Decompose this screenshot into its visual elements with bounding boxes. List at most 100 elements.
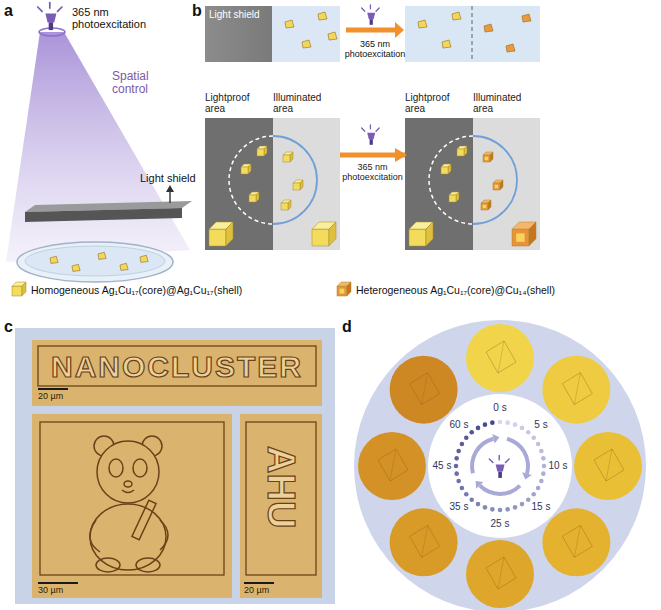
panda-ear — [94, 436, 114, 456]
light-ray — [362, 128, 365, 131]
cube-icon — [293, 180, 303, 190]
cube-top — [449, 192, 459, 195]
time-label: 0 s — [486, 402, 514, 413]
lamp-head — [367, 13, 375, 19]
lightproof-area: Lightproof area — [205, 118, 273, 250]
scale-bar-label: 20 µm — [244, 586, 269, 596]
crystal-outline — [378, 449, 408, 481]
cube-side — [288, 200, 291, 210]
pattern-frame — [38, 346, 316, 386]
timer-dot — [498, 508, 503, 513]
cube-top — [457, 146, 467, 149]
lamp-icon — [362, 125, 380, 145]
cube-front — [249, 195, 256, 202]
panda-ear — [142, 436, 162, 456]
crystal — [98, 252, 106, 259]
time-label: 25 s — [486, 518, 514, 529]
scale-bar — [38, 388, 68, 390]
crystal-edge — [422, 373, 428, 405]
light-ray — [38, 7, 42, 11]
cube-icon — [337, 282, 351, 296]
callout-label: Light shield — [140, 172, 196, 184]
crystal — [522, 14, 531, 22]
cube-top — [481, 200, 491, 203]
cube-side — [347, 282, 351, 296]
cube-side — [426, 222, 433, 246]
patterned-text: NANOCLUSTER — [32, 350, 322, 383]
cube-icon — [481, 200, 491, 210]
crystal — [442, 40, 451, 48]
panel-letter: b — [192, 2, 202, 20]
area-label: Illuminated area — [473, 92, 531, 114]
light-ray — [370, 5, 371, 9]
time-label: 45 s — [428, 460, 456, 471]
panda-mouth — [122, 490, 134, 493]
edge-label: 365 nm photoexcitation — [342, 163, 404, 183]
crystal-edge — [498, 341, 504, 373]
crystal-edge — [422, 525, 428, 557]
micrograph: AHU 20 µm — [240, 414, 322, 598]
panda-foot — [136, 558, 160, 572]
shield-front — [25, 208, 182, 222]
boundary-line — [471, 6, 472, 62]
crystal-outline — [562, 525, 592, 557]
cube-top — [249, 192, 259, 195]
light-source-label: 365 nm photoexcitation — [72, 6, 172, 30]
panda-nose — [124, 481, 132, 487]
crystal — [452, 12, 461, 20]
cycle-arrow — [478, 484, 521, 496]
timer-dot — [520, 426, 525, 431]
crystal — [484, 24, 493, 32]
crystal-outline — [562, 373, 592, 405]
patterned-text: AHU — [259, 446, 301, 528]
panel-letter: c — [4, 318, 13, 336]
cube-side — [464, 146, 467, 156]
cube-top — [512, 222, 536, 229]
crystal-edge — [574, 525, 580, 557]
cube-front — [409, 229, 426, 246]
cube-icon — [312, 222, 336, 246]
timer-dot — [483, 505, 488, 510]
micrograph: NANOCLUSTER20 µm — [32, 340, 322, 406]
lamp-body — [498, 472, 502, 478]
photo-panel — [405, 6, 540, 62]
illuminated-area: Illuminated area — [473, 118, 540, 250]
timer-dot — [498, 420, 503, 425]
cube-front — [241, 167, 248, 174]
light-ray — [498, 455, 499, 460]
timer-dot — [542, 464, 547, 469]
timer-dot — [460, 486, 465, 491]
lamp-icon — [489, 455, 509, 478]
illuminated-area: Illuminated area — [273, 118, 340, 250]
photo-label: Light shield — [209, 9, 260, 20]
timer-dot — [513, 505, 518, 510]
legend-text: Homogeneous Ag₁Cu₁₇(core)@Ag₁Cu₁₇(shell) — [31, 285, 242, 297]
panel-background — [354, 320, 646, 610]
cube-side — [500, 180, 503, 190]
cube-icon — [241, 164, 251, 174]
micrograph-disc — [466, 540, 534, 608]
lamp-head — [45, 14, 56, 23]
cube-core — [483, 205, 487, 209]
crystal-outline — [594, 449, 624, 481]
cube-core — [516, 233, 524, 241]
pointer-arrowhead — [166, 185, 174, 192]
timer-dot — [454, 456, 459, 461]
cube-icon — [209, 222, 233, 246]
timer-dot — [531, 492, 536, 497]
cube-front — [12, 286, 22, 296]
timer-dot — [464, 492, 469, 497]
region-outline — [429, 136, 473, 224]
pattern-frame — [40, 422, 224, 575]
cube-front — [493, 183, 500, 190]
timer-dot — [454, 471, 459, 476]
panda-eye — [109, 459, 123, 477]
cube-top — [409, 222, 433, 229]
panda-drawing — [90, 436, 168, 572]
cube-icon — [283, 152, 293, 162]
cube-side — [264, 146, 267, 156]
cube-top — [441, 164, 451, 167]
panda-arm — [160, 520, 168, 550]
lamp-body — [49, 22, 53, 30]
